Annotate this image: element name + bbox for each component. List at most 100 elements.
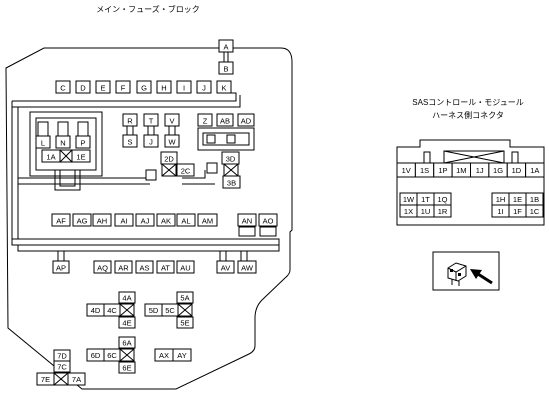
svg-text:1E: 1E — [76, 153, 85, 162]
svg-text:1Q: 1Q — [437, 195, 447, 204]
svg-text:4C: 4C — [107, 306, 117, 315]
pin-1u: 1U — [416, 204, 435, 218]
fuse-ai: AI — [114, 213, 134, 227]
fuse-ap: AP — [52, 260, 70, 274]
svg-text:AF: AF — [56, 217, 66, 226]
pin-1m: 1M — [451, 162, 471, 178]
svg-text:C: C — [60, 84, 66, 93]
svg-text:6A: 6A — [122, 339, 131, 348]
svg-text:I: I — [183, 84, 185, 93]
pin-1i: 1I — [491, 204, 510, 218]
svg-text:5E: 5E — [180, 319, 189, 328]
svg-text:AM: AM — [202, 217, 213, 226]
fuse-aj: AJ — [135, 213, 155, 227]
svg-text:T: T — [149, 117, 154, 126]
pin-1a: 1A — [525, 162, 545, 178]
pin-1f: 1F — [508, 204, 527, 218]
fuse-aw: AW — [237, 260, 257, 274]
svg-text:1W: 1W — [403, 195, 415, 204]
svg-text:AD: AD — [241, 117, 252, 126]
connector-subtitle: ハーネス側コネクタ — [432, 110, 504, 120]
svg-text:1J: 1J — [476, 166, 484, 175]
svg-text:3B: 3B — [227, 179, 236, 188]
fuse-a-b-link — [223, 51, 229, 63]
lower-bus-bar — [11, 238, 280, 262]
fuse-t-j-link — [147, 125, 155, 136]
svg-text:K: K — [221, 84, 226, 93]
svg-text:1G: 1G — [493, 166, 503, 175]
pin-1t: 1T — [416, 192, 435, 206]
svg-text:4D: 4D — [91, 306, 101, 315]
svg-text:1X: 1X — [404, 207, 413, 216]
svg-text:AL: AL — [181, 217, 190, 226]
svg-text:N: N — [60, 139, 65, 148]
fuse-ay: AY — [172, 348, 192, 362]
pin-1v: 1V — [396, 162, 416, 178]
svg-text:1F: 1F — [513, 207, 522, 216]
fuse-ab: AB — [216, 113, 234, 127]
svg-text:AV: AV — [221, 264, 230, 273]
relay-7: 7D 7C 7E 7A — [36, 349, 86, 386]
fuse-av: AV — [216, 260, 235, 274]
pin-1g: 1G — [488, 162, 508, 178]
svg-text:AT: AT — [161, 264, 170, 273]
svg-text:1A: 1A — [530, 166, 539, 175]
pin-1e: 1E — [508, 192, 527, 206]
fuse-r: R — [122, 113, 138, 127]
pin-1r: 1R — [433, 204, 452, 218]
fuse-p: P — [75, 135, 91, 149]
fuse-ad: AD — [237, 113, 255, 127]
pin-1w: 1W — [399, 192, 418, 206]
fuse-ah: AH — [92, 213, 112, 227]
svg-text:5D: 5D — [149, 306, 159, 315]
fuse-t: T — [143, 113, 159, 127]
relay-5: 5A 5D 5C 5E — [144, 291, 194, 329]
fuse-n-stub — [57, 121, 69, 137]
svg-text:AX: AX — [159, 351, 169, 360]
svg-text:1V: 1V — [402, 166, 411, 175]
svg-text:1A: 1A — [46, 153, 55, 162]
svg-text:1R: 1R — [438, 207, 448, 216]
svg-text:2D: 2D — [164, 155, 174, 164]
svg-text:1B: 1B — [530, 195, 539, 204]
pin-1b: 1B — [525, 192, 544, 206]
fuse-an: AN — [237, 213, 257, 227]
fuse-d: D — [75, 80, 91, 94]
svg-text:7D: 7D — [57, 352, 67, 361]
svg-text:3D: 3D — [226, 155, 236, 164]
fuse-b: B — [218, 61, 234, 75]
fuse-au: AU — [176, 260, 195, 274]
fuse-block-title: メイン・フューズ・ブロック — [96, 4, 200, 14]
fuse-f: F — [115, 80, 131, 94]
svg-text:AH: AH — [97, 217, 107, 226]
fuse-ak: AK — [156, 213, 176, 227]
svg-text:D: D — [80, 84, 86, 93]
svg-text:F: F — [121, 84, 126, 93]
svg-text:A: A — [223, 43, 228, 52]
svg-text:V: V — [169, 117, 174, 126]
connector-outline — [396, 139, 545, 226]
svg-text:1S: 1S — [420, 166, 429, 175]
fuse-i: I — [176, 80, 192, 94]
svg-text:Z: Z — [203, 117, 208, 126]
svg-text:1T: 1T — [421, 195, 430, 204]
fuse-aq: AQ — [93, 260, 112, 274]
connector-icon — [432, 251, 500, 291]
svg-text:5A: 5A — [180, 294, 189, 303]
fuse-z: Z — [197, 113, 213, 127]
svg-text:7A: 7A — [72, 375, 81, 384]
relay-6: 6A 6D 6C 6E — [86, 336, 136, 374]
fuse-an-ao-blocks — [238, 226, 277, 237]
svg-text:W: W — [168, 138, 176, 147]
svg-text:E: E — [100, 84, 105, 93]
svg-text:6C: 6C — [107, 351, 117, 360]
relay-4: 4A 4D 4C 4E — [86, 291, 136, 329]
svg-text:1D: 1D — [512, 166, 522, 175]
fuse-v-w-link — [168, 125, 176, 136]
pin-1p: 1P — [433, 162, 453, 178]
fuse-c: C — [55, 80, 71, 94]
relay-1: 1A 1E — [41, 149, 91, 163]
svg-text:P: P — [80, 139, 85, 148]
fuse-k: K — [216, 80, 232, 94]
